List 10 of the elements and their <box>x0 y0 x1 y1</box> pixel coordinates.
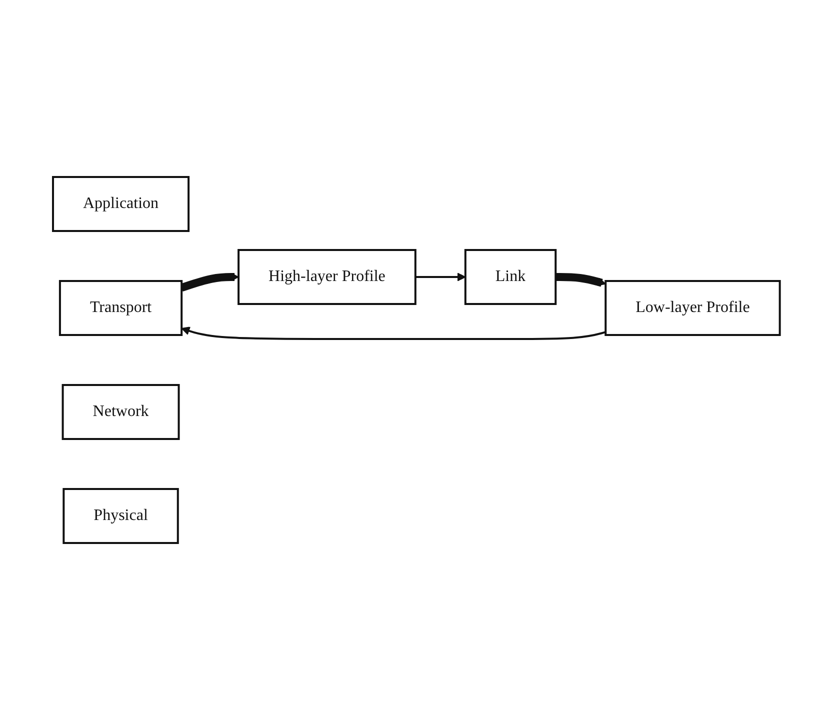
node-box: Physical <box>62 488 178 544</box>
node-box: Network <box>61 384 180 440</box>
arrow <box>415 272 466 281</box>
node-box: High-layer Profile <box>237 248 416 304</box>
node-box: Low-layer Profile <box>604 280 780 336</box>
arrow <box>555 272 606 286</box>
node-box: Link <box>464 248 556 304</box>
node-box: Transport <box>58 280 182 336</box>
arrow <box>180 326 606 340</box>
node-box: Application <box>52 176 190 232</box>
